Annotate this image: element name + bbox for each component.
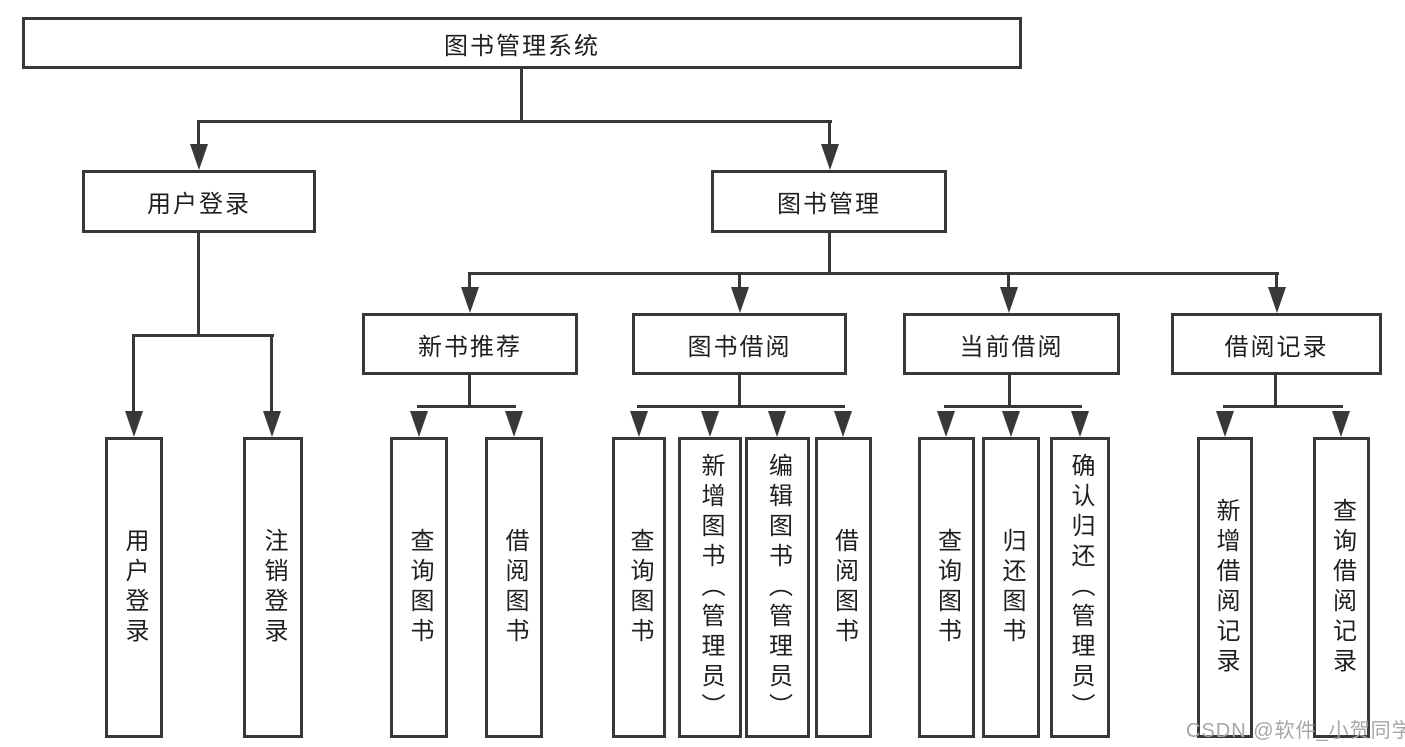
arrow-down-icon [701,411,719,437]
arrow-down-icon [190,144,208,170]
arrow-down-icon [505,411,523,437]
arrow-down-icon [731,287,749,313]
leaf-edit-book-admin: 编辑图书（管理员） [745,437,810,738]
arrow-down-icon [263,411,281,437]
connector-newbooks-down [468,373,471,408]
arrow-down-icon [821,144,839,170]
arrow-down-icon [1216,411,1234,437]
connector-current-split [944,405,1082,408]
arrow-down-icon [410,411,428,437]
connector-records-down [1274,373,1277,408]
connector-stem-book-mgmt [828,120,831,148]
arrow-down-icon [1000,287,1018,313]
leaf-query-books-3: 查询图书 [918,437,975,738]
connector-borrow-down [738,373,741,408]
connector-trunk-vertical [520,66,523,122]
arrow-down-icon [937,411,955,437]
csdn-watermark: CSDN @软件_小贺同学 [1186,720,1405,742]
arrow-down-icon [1002,411,1020,437]
leaf-add-book-admin: 新增图书（管理员） [678,437,742,738]
leaf-return-book: 归还图书 [982,437,1040,738]
arrow-down-icon [1332,411,1350,437]
leaf-query-books-2: 查询图书 [612,437,666,738]
node-user-login: 用户登录 [82,170,316,233]
connector-records-split [1223,405,1343,408]
connector-bookmgmt-down [828,231,831,275]
node-borrow-records: 借阅记录 [1171,313,1382,375]
connector-stem-current [1007,272,1010,288]
leaf-user-login: 用户登录 [105,437,163,738]
node-book-borrow: 图书借阅 [632,313,847,375]
connector-stem-borrow [738,272,741,288]
connector-level3-horizontal [468,272,1279,275]
connector-stem-user-login [197,120,200,148]
node-root-system: 图书管理系统 [22,17,1022,69]
connector-userlogin-down [197,231,200,337]
arrow-down-icon [630,411,648,437]
node-book-management: 图书管理 [711,170,947,233]
arrow-down-icon [1268,287,1286,313]
connector-userlogin-split [132,334,274,337]
leaf-add-borrow-record: 新增借阅记录 [1197,437,1253,738]
connector-stem-records [1275,272,1278,288]
connector-stem-new-books [468,272,471,288]
connector-level1-horizontal [197,120,832,123]
leaf-borrow-books-2: 借阅图书 [815,437,872,738]
arrow-down-icon [1071,411,1089,437]
arrow-down-icon [125,411,143,437]
arrow-down-icon [768,411,786,437]
leaf-confirm-return-admin: 确认归还（管理员） [1050,437,1110,738]
connector-userlogin-c1 [132,334,135,414]
leaf-logout: 注销登录 [243,437,303,738]
arrow-down-icon [461,287,479,313]
connector-borrow-split [637,405,845,408]
leaf-borrow-books-1: 借阅图书 [485,437,543,738]
node-new-book-recommend: 新书推荐 [362,313,578,375]
leaf-query-books-1: 查询图书 [390,437,448,738]
connector-newbooks-split [417,405,516,408]
connector-current-down [1008,373,1011,408]
node-current-borrow: 当前借阅 [903,313,1120,375]
arrow-down-icon [834,411,852,437]
connector-userlogin-c2 [270,334,273,414]
leaf-query-borrow-record: 查询借阅记录 [1313,437,1370,738]
